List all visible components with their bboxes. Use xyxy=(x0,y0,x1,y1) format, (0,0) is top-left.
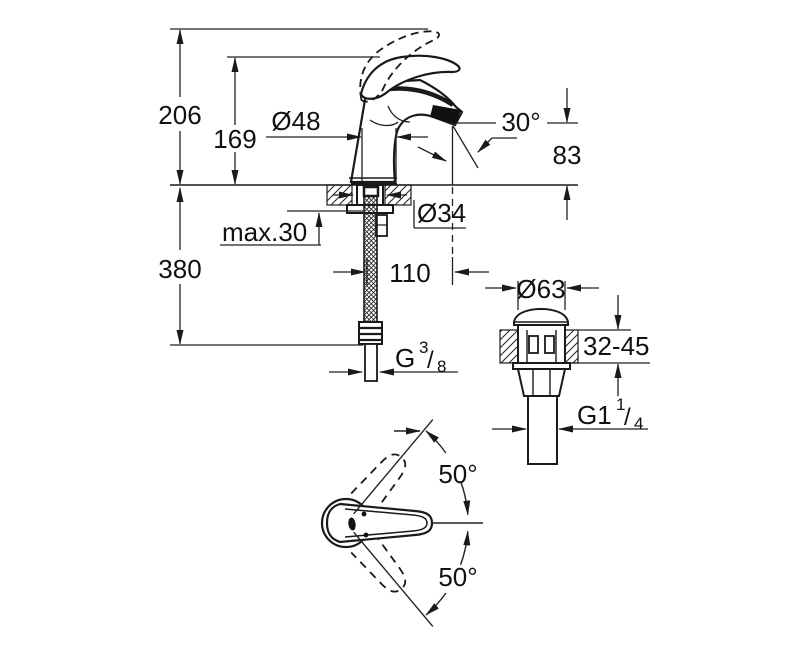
dim-body-diameter: Ø48 xyxy=(271,106,320,136)
swing-arc-upper-outer xyxy=(425,430,447,454)
mounting-assembly xyxy=(346,184,394,382)
drain-thread-slash: / xyxy=(624,404,631,431)
hose-end-pipe xyxy=(364,343,378,382)
dim-spout-height: 83 xyxy=(553,140,582,170)
spray-geometry xyxy=(417,125,479,285)
dim-height-to-lever: 169 xyxy=(213,124,256,154)
dim-drain-thread: G1 1 / 4 xyxy=(577,395,643,433)
lever-handle-side xyxy=(359,54,461,100)
overflow-window-right xyxy=(544,335,555,354)
lever-pin-lower xyxy=(363,532,369,538)
dim-flange-diameter: Ø63 xyxy=(516,274,565,304)
dim-swing-lower: 50° xyxy=(438,562,477,592)
drain-detail-view xyxy=(499,307,579,465)
lever-notch xyxy=(348,517,356,531)
waste-locknut xyxy=(516,368,567,397)
swing-arc-lower-inner xyxy=(459,530,471,565)
drain-thread-sub: 4 xyxy=(634,414,643,433)
supply-thread-sub: 8 xyxy=(437,357,446,376)
spray-sweep-arc xyxy=(417,146,447,162)
supply-thread-sup: 3 xyxy=(419,338,428,357)
swing-line-lower xyxy=(353,531,434,627)
supply-thread-slash: / xyxy=(427,347,434,374)
dim-hole-diameter: Ø34 xyxy=(417,198,466,228)
dim-supply-thread: G 3 / 8 xyxy=(395,338,446,376)
aerator xyxy=(430,105,461,124)
dim-max-counter: max.30 xyxy=(222,217,307,247)
top-view-dimensions xyxy=(353,419,483,627)
swing-line-upper xyxy=(353,419,434,515)
flex-hose xyxy=(363,195,378,323)
lever-top-inner-line xyxy=(344,508,428,538)
drain-view-dimensions xyxy=(485,281,650,433)
supply-thread-prefix: G xyxy=(395,343,415,373)
waste-tailpipe xyxy=(527,395,558,465)
waste-body xyxy=(517,324,566,364)
side-view-dimensions xyxy=(170,28,578,376)
drain-thread-prefix: G1 xyxy=(577,400,612,430)
spray-angle-line xyxy=(452,125,479,169)
popup-waste-cap xyxy=(513,307,569,326)
dim-hose-drop: 380 xyxy=(158,254,201,284)
dim-swing-upper: 50° xyxy=(438,459,477,489)
dim-height-total: 206 xyxy=(158,100,201,130)
swing-arc-lower-outer xyxy=(425,592,447,616)
shank-fitting xyxy=(362,185,380,198)
lever-handle-raised-dashed xyxy=(359,30,440,103)
lever-pin-upper xyxy=(361,511,367,517)
dim-counter-range: 32-45 xyxy=(583,331,650,361)
dimension-labels: 206 169 Ø48 30° 83 max.30 Ø34 380 110 G … xyxy=(158,100,649,592)
lever-top-solid xyxy=(325,502,434,544)
swing-arc-upper-inner xyxy=(459,481,471,516)
spout-detail-line xyxy=(387,105,411,123)
handle-top-view xyxy=(320,453,434,593)
dim-spray-angle: 30° xyxy=(501,107,540,137)
drain-thread-sup: 1 xyxy=(616,395,625,414)
side-view xyxy=(170,30,578,382)
overflow-window-left xyxy=(528,335,539,354)
dim-spout-reach: 110 xyxy=(389,258,430,288)
body-detail-line xyxy=(369,119,399,127)
